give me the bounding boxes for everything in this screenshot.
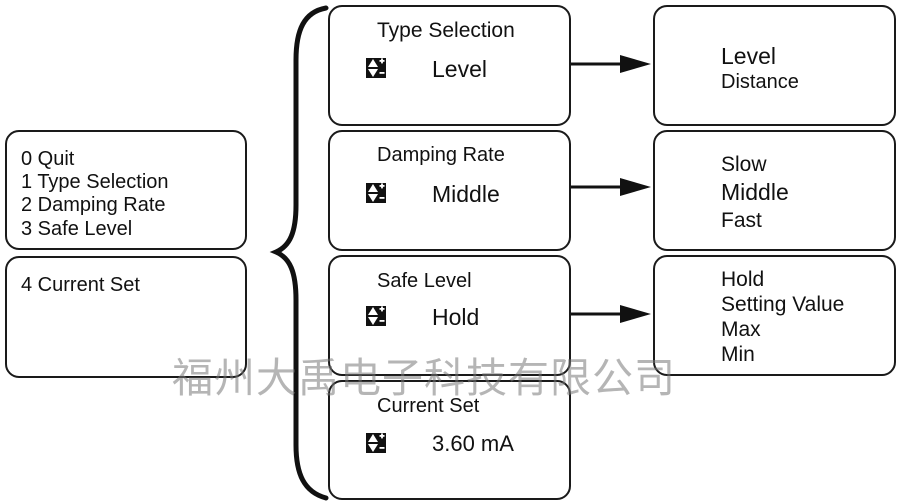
menu-item-safe-level[interactable]: 3 Safe Level bbox=[21, 218, 133, 240]
main-menu-box: 0 Quit 1 Type Selection 2 Damping Rate 3… bbox=[5, 130, 247, 250]
arrow-right-icon bbox=[571, 55, 651, 73]
panel-title: Current Set bbox=[377, 395, 480, 417]
plus-minus-adjust-icon[interactable] bbox=[366, 306, 386, 326]
option-item[interactable]: Hold bbox=[721, 268, 765, 291]
safe-level-panel: Safe Level Hold bbox=[328, 255, 571, 376]
damping-options-box: Slow Middle Fast bbox=[653, 130, 896, 251]
option-item[interactable]: Slow bbox=[721, 153, 767, 176]
damping-rate-panel: Damping Rate Middle bbox=[328, 130, 571, 251]
option-item[interactable]: Level bbox=[721, 43, 776, 69]
type-options-box: Level Distance bbox=[653, 5, 896, 126]
option-item[interactable]: Distance bbox=[721, 71, 799, 93]
panel-value: Hold bbox=[432, 304, 480, 330]
left-curly-brace bbox=[269, 5, 329, 501]
current-set-panel: Current Set 3.60 mA bbox=[328, 380, 571, 500]
panel-title: Type Selection bbox=[377, 19, 515, 42]
menu-item-damping-rate[interactable]: 2 Damping Rate bbox=[21, 194, 166, 216]
arrow-right-icon bbox=[571, 178, 651, 196]
option-item[interactable]: Fast bbox=[721, 209, 762, 232]
menu-item-quit[interactable]: 0 Quit bbox=[21, 148, 75, 170]
menu-item-type-selection[interactable]: 1 Type Selection bbox=[21, 171, 169, 193]
panel-title: Safe Level bbox=[377, 270, 472, 292]
current-set-menu-box: 4 Current Set bbox=[5, 256, 247, 378]
type-selection-panel: Type Selection Level bbox=[328, 5, 571, 126]
option-item[interactable]: Setting Value bbox=[721, 293, 845, 316]
safe-level-options-box: Hold Setting Value Max Min bbox=[653, 255, 896, 376]
panel-value: 3.60 mA bbox=[432, 431, 514, 456]
option-item[interactable]: Middle bbox=[721, 179, 789, 205]
panel-title: Damping Rate bbox=[377, 144, 505, 166]
arrow-right-icon bbox=[571, 305, 651, 323]
menu-item-current-set[interactable]: 4 Current Set bbox=[21, 274, 140, 296]
panel-value: Middle bbox=[432, 181, 500, 207]
plus-minus-adjust-icon[interactable] bbox=[366, 183, 386, 203]
plus-minus-adjust-icon[interactable] bbox=[366, 58, 386, 78]
company-watermark: 福州大禹电子科技有限公司 bbox=[172, 354, 676, 402]
option-item[interactable]: Max bbox=[721, 318, 761, 341]
plus-minus-adjust-icon[interactable] bbox=[366, 433, 386, 453]
option-item[interactable]: Min bbox=[721, 343, 755, 366]
panel-value: Level bbox=[432, 56, 487, 82]
